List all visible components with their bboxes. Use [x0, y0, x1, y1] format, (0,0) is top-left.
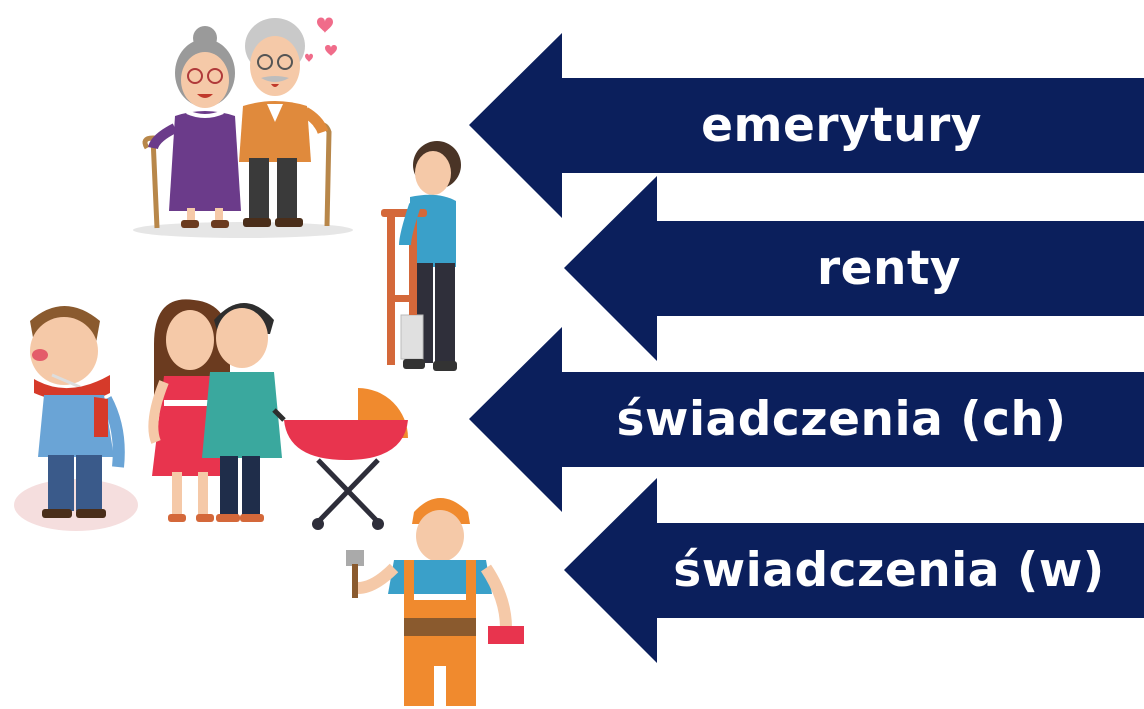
- arrow-renty: renty: [564, 176, 1144, 361]
- person-on-crutch-icon: [381, 141, 461, 371]
- arrow-label: świadczenia (ch): [616, 392, 1067, 447]
- arrow-emerytury: emerytury: [469, 33, 1144, 218]
- arrow-swiadczenia-w: świadczenia (w): [564, 478, 1144, 663]
- arrow-swiadczenia-ch: świadczenia (ch): [469, 327, 1144, 512]
- young-family-with-pram-icon: [148, 299, 408, 530]
- arrow-label: świadczenia (w): [673, 543, 1105, 598]
- left-arrow-shape: [469, 33, 1144, 218]
- arrow-label: renty: [816, 241, 962, 296]
- left-arrow-shape: [469, 327, 1144, 512]
- left-arrow-shape: [564, 478, 1144, 663]
- arrow-label: emerytury: [701, 98, 982, 153]
- left-arrow-shape: [564, 176, 1144, 361]
- sick-man-icon: [14, 306, 138, 531]
- construction-worker-icon: [346, 498, 524, 706]
- elderly-couple-icon: [133, 17, 353, 238]
